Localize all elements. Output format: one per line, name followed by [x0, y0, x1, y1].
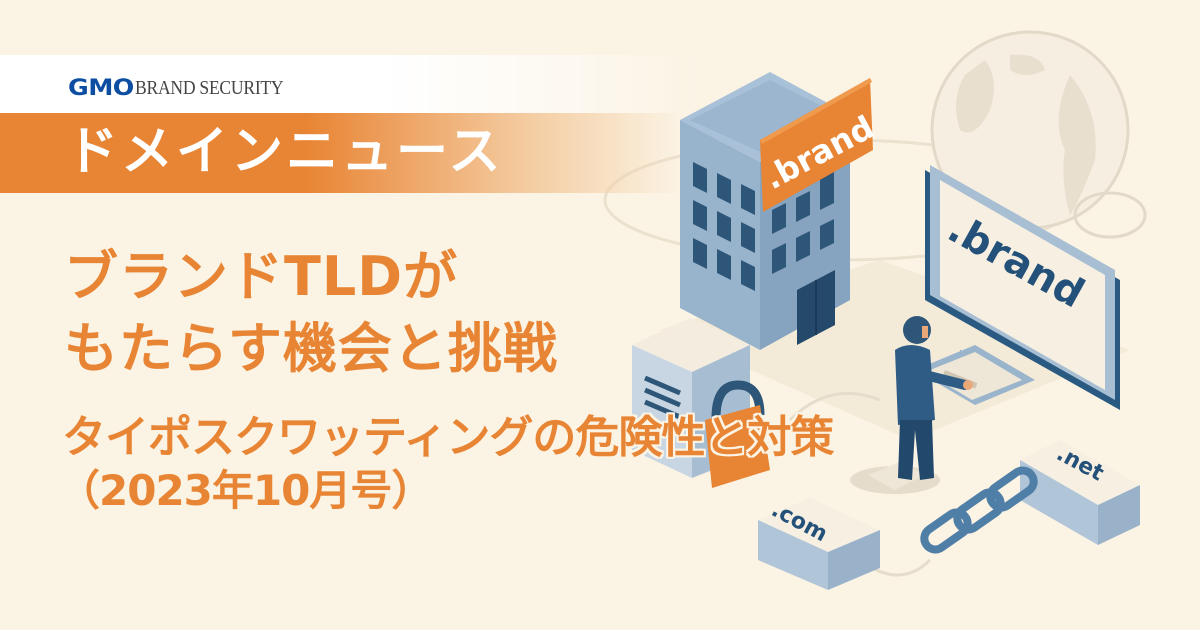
gmo-brand-security-logo: GMO BRAND SECURITY [68, 75, 304, 101]
chain-link-icon [920, 466, 1038, 554]
category-band [0, 113, 680, 193]
com-tile: .com [758, 497, 880, 590]
subheadline: タイポスクワッティングの危険性と対策 [62, 412, 834, 463]
person-icon [850, 316, 973, 494]
globe-icon [930, 30, 1147, 239]
headline-line-2: もたらす機会と挑戦 [64, 317, 558, 380]
net-tile: .net [1020, 440, 1140, 545]
logo-gmo-mark: GMO [68, 75, 134, 101]
padlock-icon [705, 380, 770, 488]
headline-line-1: ブランドTLDが [64, 245, 459, 308]
logo-wordmark: BRAND SECURITY [135, 76, 284, 99]
category-label: ドメインニュース [66, 122, 504, 182]
domain-illustration: .brand .brand [600, 0, 1200, 630]
issue-date: （2023年10月号） [58, 466, 433, 515]
logo-band [0, 55, 700, 113]
server-icon [632, 318, 750, 478]
